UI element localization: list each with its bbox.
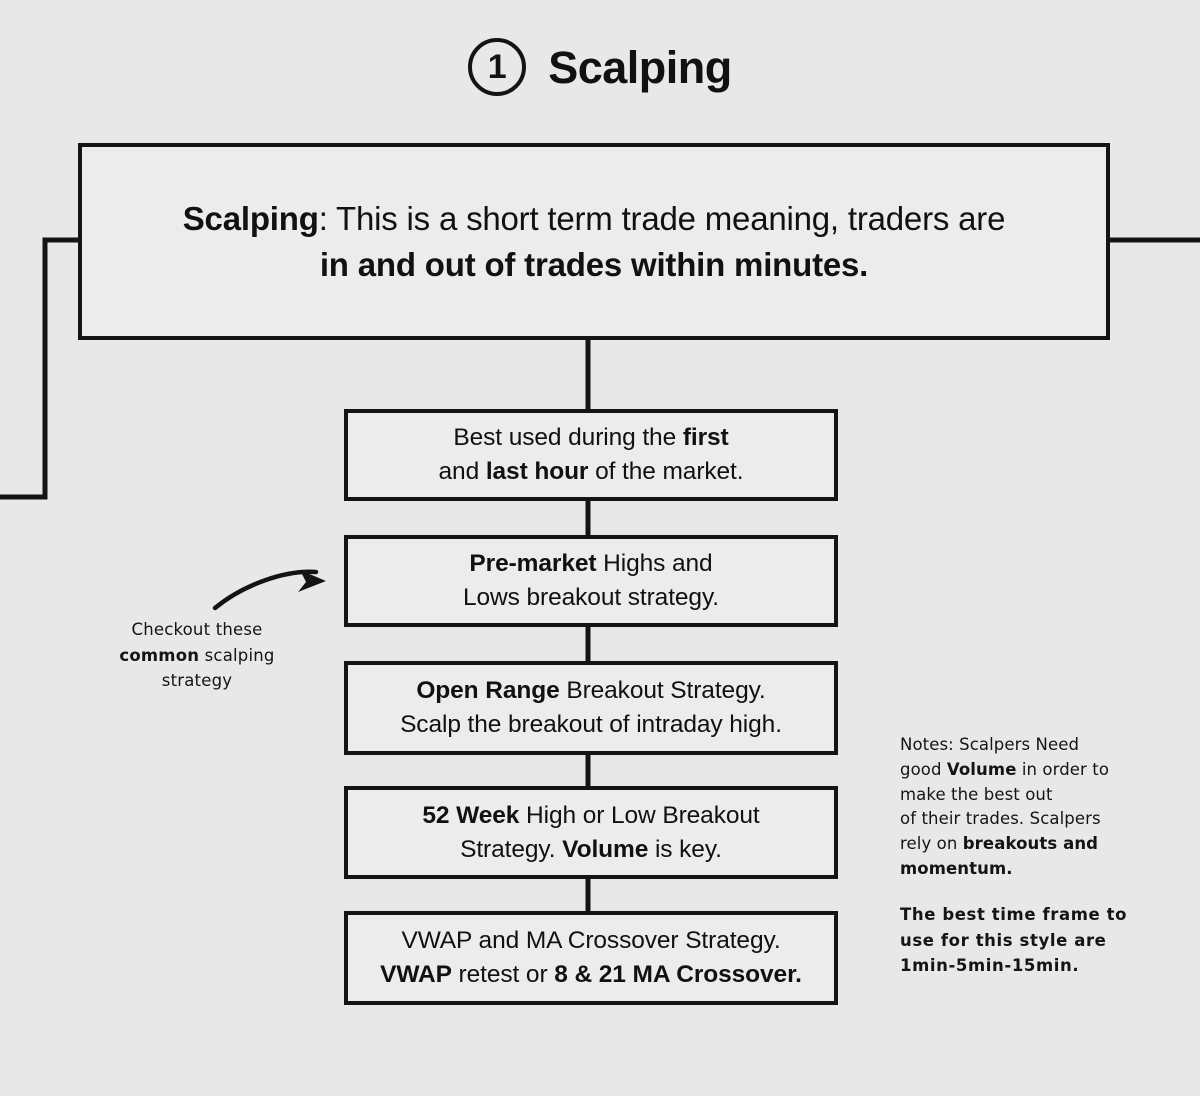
- definition-separator: :: [318, 199, 337, 237]
- text-segment: 1min-5min-15min.: [900, 956, 1080, 976]
- definition-line1: This is a short term trade meaning, trad…: [336, 199, 1006, 237]
- definition-text: Scalping: This is a short term trade mea…: [157, 196, 1032, 287]
- flow-box-text: Best used during the first and last hour…: [439, 421, 744, 489]
- text-segment-bold: Pre-market: [469, 550, 597, 578]
- text-segment-bold: 8 & 21 MA Crossover.: [554, 961, 802, 988]
- definition-term: Scalping: [182, 199, 319, 237]
- text-segment-bold: Volume: [946, 759, 1017, 779]
- text-segment: rely on: [900, 834, 963, 853]
- text-segment-bold: momentum.: [900, 858, 1013, 878]
- flow-box-text: VWAP and MA Crossover Strategy. VWAP ret…: [380, 924, 802, 992]
- text-segment: Lows breakout strategy.: [463, 584, 719, 611]
- text-segment: is key.: [648, 835, 722, 863]
- text-segment-bold: Open Range: [416, 677, 560, 705]
- text-segment: of their trades. Scalpers: [900, 809, 1101, 829]
- wire-left-branch: [0, 237, 78, 500]
- callout-arrow-icon: [212, 569, 326, 611]
- text-segment: of the market.: [588, 458, 744, 485]
- text-segment: Scalp the breakout of intraday high.: [400, 711, 782, 738]
- flow-box-52-week-breakout: 52 Week High or Low Breakout Strategy. V…: [344, 786, 838, 879]
- flow-box-text: Pre-market Highs and Lows breakout strat…: [463, 547, 719, 615]
- flow-box-best-used-hours: Best used during the first and last hour…: [344, 409, 838, 501]
- text-segment: VWAP and MA Crossover Strategy.: [401, 927, 781, 955]
- notes-secondary-annotation: The best time frame to use for this styl…: [900, 902, 1150, 979]
- step-number-label: 1: [487, 48, 507, 86]
- text-segment: good: [900, 759, 947, 779]
- text-segment-bold: first: [682, 424, 729, 452]
- text-segment-bold: Volume: [562, 835, 649, 863]
- text-segment: Notes: Scalpers Need: [900, 735, 1080, 754]
- flow-box-text: 52 Week High or Low Breakout Strategy. V…: [422, 799, 759, 867]
- text-segment: scalping: [199, 645, 275, 665]
- step-number-badge: 1: [468, 38, 527, 96]
- text-segment-bold: VWAP: [380, 961, 452, 988]
- text-segment: make the best out: [900, 784, 1053, 804]
- text-segment: use for this style are: [900, 930, 1107, 950]
- text-segment: Highs and: [596, 550, 713, 578]
- text-segment: strategy: [161, 671, 233, 691]
- text-segment: Best used during the: [453, 424, 683, 452]
- text-segment-bold: common: [119, 645, 200, 665]
- definition-line2: in and out of trades within minutes.: [319, 245, 869, 283]
- text-segment: Strategy.: [460, 835, 563, 863]
- page-title-label: Scalping: [548, 41, 732, 93]
- text-segment: in order to: [1016, 759, 1110, 779]
- text-segment: Checkout these: [131, 620, 263, 639]
- flow-box-vwap-ma-crossover: VWAP and MA Crossover Strategy. VWAP ret…: [344, 911, 838, 1005]
- text-segment: and: [438, 458, 486, 485]
- text-segment-bold: breakouts and: [962, 834, 1099, 853]
- text-segment: retest or: [451, 961, 555, 988]
- text-segment-bold: last hour: [485, 458, 589, 485]
- flow-box-pre-market-breakout: Pre-market Highs and Lows breakout strat…: [344, 535, 838, 627]
- page-title: 1 Scalping: [0, 38, 1200, 96]
- text-segment: The best time frame to: [900, 905, 1128, 924]
- text-segment-bold: 52 Week: [422, 801, 520, 829]
- flow-box-text: Open Range Breakout Strategy. Scalp the …: [400, 674, 782, 742]
- notes-primary-annotation: Notes: Scalpers Need good Volume in orde…: [900, 733, 1150, 882]
- definition-box: Scalping: This is a short term trade mea…: [78, 143, 1110, 340]
- text-segment: Breakout Strategy.: [559, 677, 766, 705]
- callout-annotation: Checkout these common scalping strategy: [92, 617, 302, 694]
- text-segment: High or Low Breakout: [519, 801, 760, 829]
- flow-box-open-range-breakout: Open Range Breakout Strategy. Scalp the …: [344, 661, 838, 755]
